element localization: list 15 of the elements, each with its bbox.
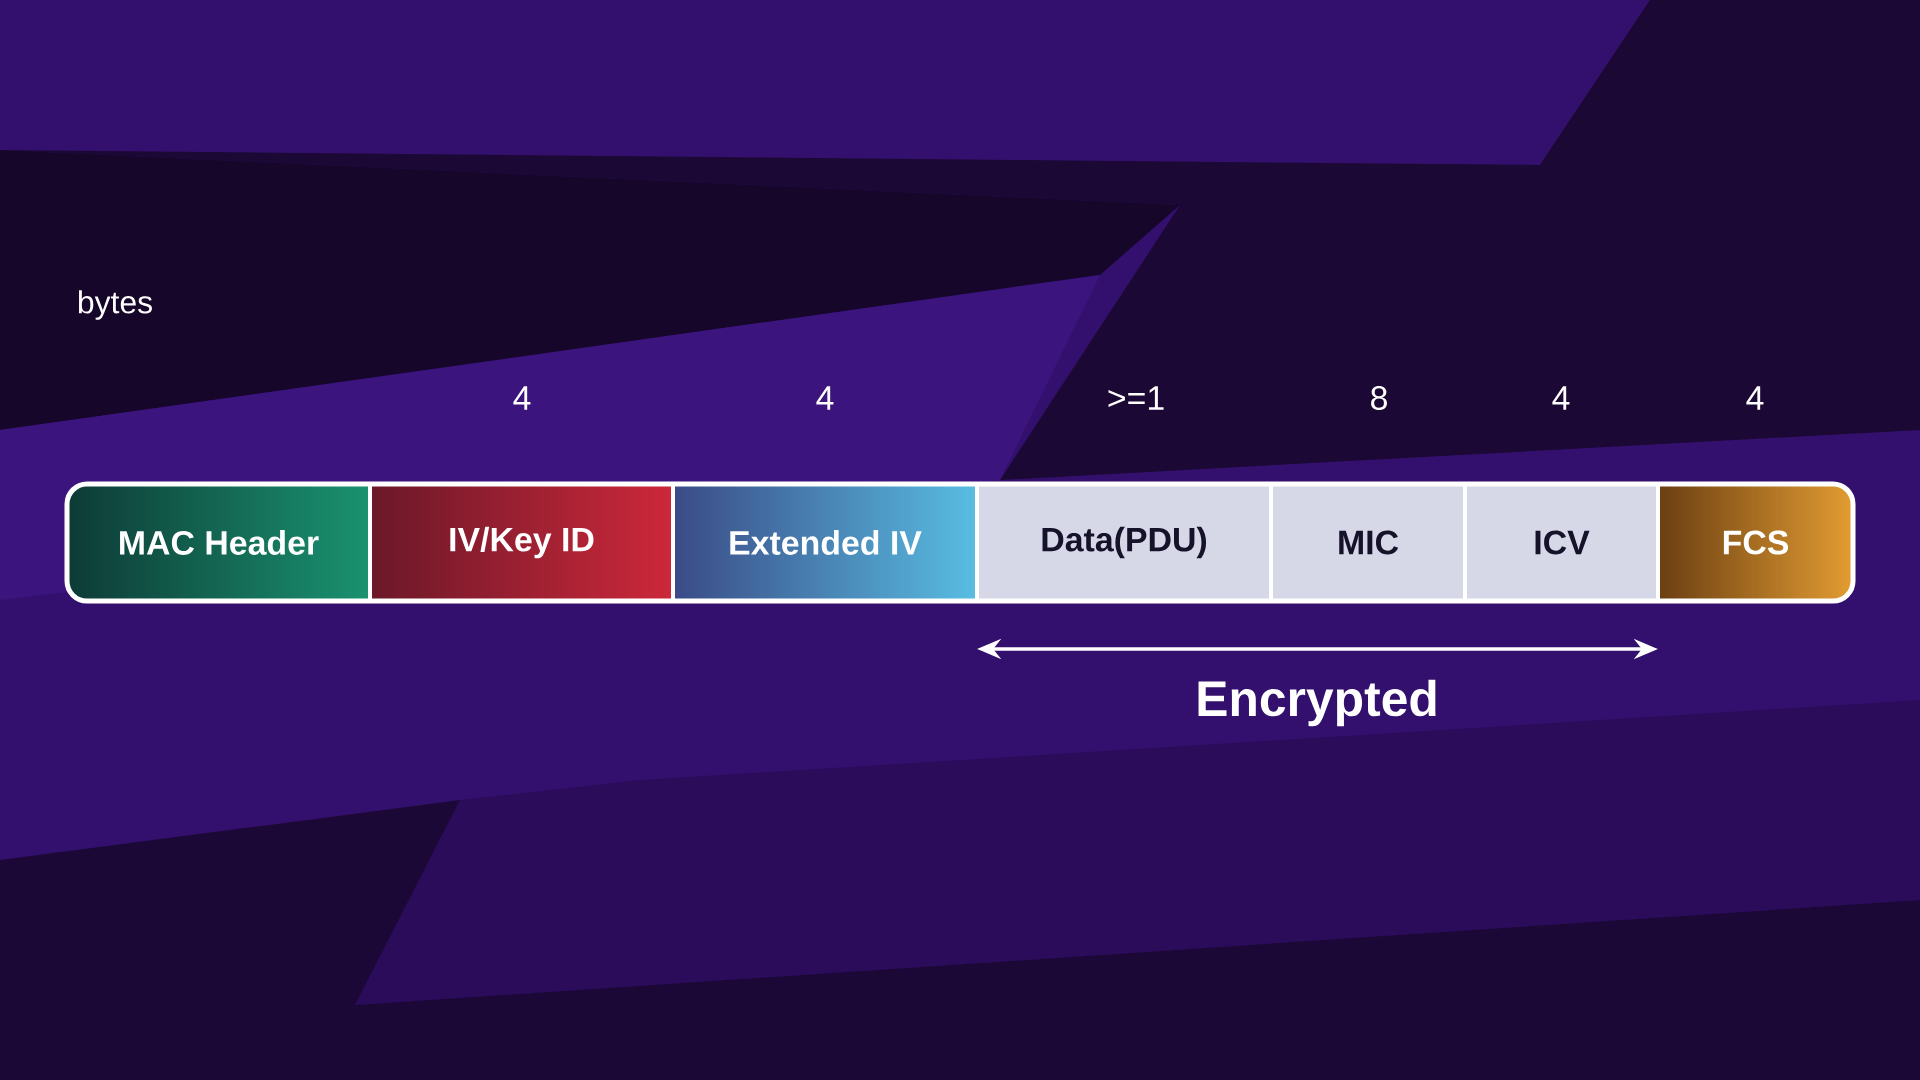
field-cell: MAC Header xyxy=(120,530,319,555)
field-cell: Extended IV xyxy=(730,530,922,555)
byte-count: 4 xyxy=(1746,386,1764,410)
field-cell: IV/Key ID xyxy=(450,526,594,559)
field-cell: ICV xyxy=(1535,530,1590,555)
field-cell: FCS xyxy=(1723,530,1789,555)
bytes-label: bytes xyxy=(78,290,152,320)
encrypted-label: Encrypted xyxy=(1198,679,1436,727)
byte-count: 4 xyxy=(816,386,834,410)
field-cell: MIC xyxy=(1339,530,1399,555)
byte-count: >=1 xyxy=(1108,386,1164,410)
byte-count: 4 xyxy=(513,386,531,410)
byte-count: 8 xyxy=(1371,386,1387,410)
byte-count: 4 xyxy=(1552,386,1570,410)
field-cell: Data(PDU) xyxy=(1042,526,1207,559)
